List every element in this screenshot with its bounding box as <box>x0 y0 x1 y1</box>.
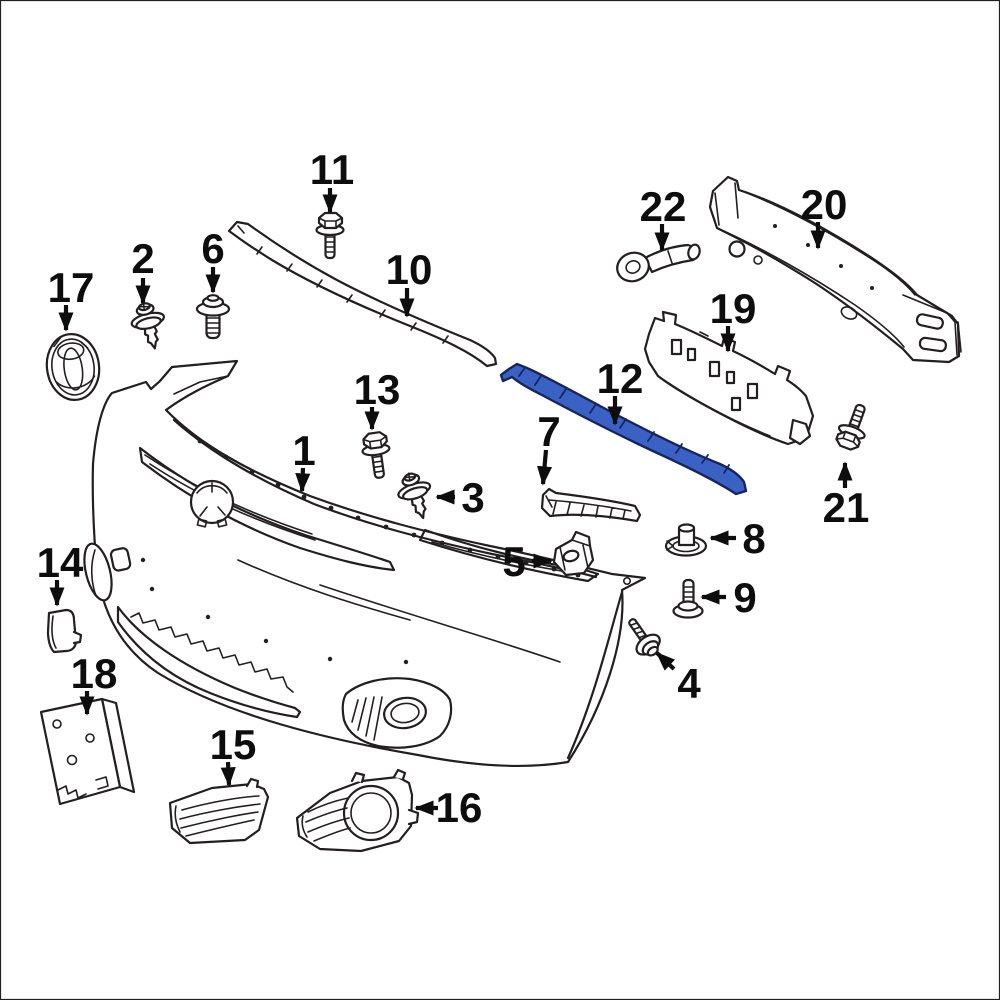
callout-number-11: 11 <box>310 146 354 193</box>
part-impact-bar <box>708 175 962 364</box>
callout-arrow-7 <box>537 449 553 486</box>
part-push-pin-clip-3 <box>391 467 440 525</box>
callout-number-16: 16 <box>436 784 483 831</box>
part-screw-with-washer-4 <box>628 618 661 657</box>
part-fog-lamp-bezel <box>295 768 420 853</box>
part-bolt-9 <box>672 578 704 619</box>
callout-number-18: 18 <box>71 650 118 697</box>
part-grille-insert <box>168 777 270 845</box>
callout-number-2: 2 <box>131 235 154 282</box>
part-energy-absorber <box>643 310 815 446</box>
callout-number-3: 3 <box>461 474 484 521</box>
part-push-pin-clip-2 <box>126 297 172 354</box>
callout-number-1: 1 <box>292 427 315 474</box>
part-emblem <box>45 333 101 401</box>
part-shoulder-bolt-6 <box>195 294 231 340</box>
part-grommet-nut-8 <box>664 523 708 557</box>
callout-arrow-1 <box>295 467 311 493</box>
callout-number-6: 6 <box>201 225 224 272</box>
callout-number-22: 22 <box>640 183 687 230</box>
callout-number-21: 21 <box>823 484 870 531</box>
callout-number-9: 9 <box>733 574 756 621</box>
part-hex-flange-bolt-21 <box>832 399 876 454</box>
callout-number-7: 7 <box>537 408 560 455</box>
callout-number-15: 15 <box>210 721 257 768</box>
callout-number-20: 20 <box>801 181 848 228</box>
callout-number-8: 8 <box>742 515 765 562</box>
part-license-plate-bracket <box>39 697 136 806</box>
part-bumper-cover <box>83 359 647 768</box>
callout-number-5: 5 <box>502 538 525 585</box>
callout-number-14: 14 <box>37 539 84 586</box>
callout-number-12: 12 <box>597 355 644 402</box>
callout-number-19: 19 <box>710 285 757 332</box>
callout-arrow-4 <box>655 651 676 671</box>
callout-arrow-15 <box>220 761 236 787</box>
callout-number-4: 4 <box>677 660 701 707</box>
callout-number-10: 10 <box>386 246 433 293</box>
part-lower-retainer-strip-highlighted <box>499 362 748 496</box>
part-retainer-clip-5 <box>552 530 595 577</box>
part-tow-eye-cap <box>46 608 83 654</box>
part-tow-hook <box>616 243 701 283</box>
flange-clip-holes <box>197 438 581 578</box>
part-hex-flange-bolt-11 <box>315 211 345 260</box>
callout-number-13: 13 <box>354 366 401 413</box>
callout-number-17: 17 <box>48 264 95 311</box>
part-side-support-bracket <box>540 487 642 523</box>
part-hex-flange-bolt-13 <box>359 430 395 481</box>
part-upper-retainer-strip <box>227 220 498 368</box>
